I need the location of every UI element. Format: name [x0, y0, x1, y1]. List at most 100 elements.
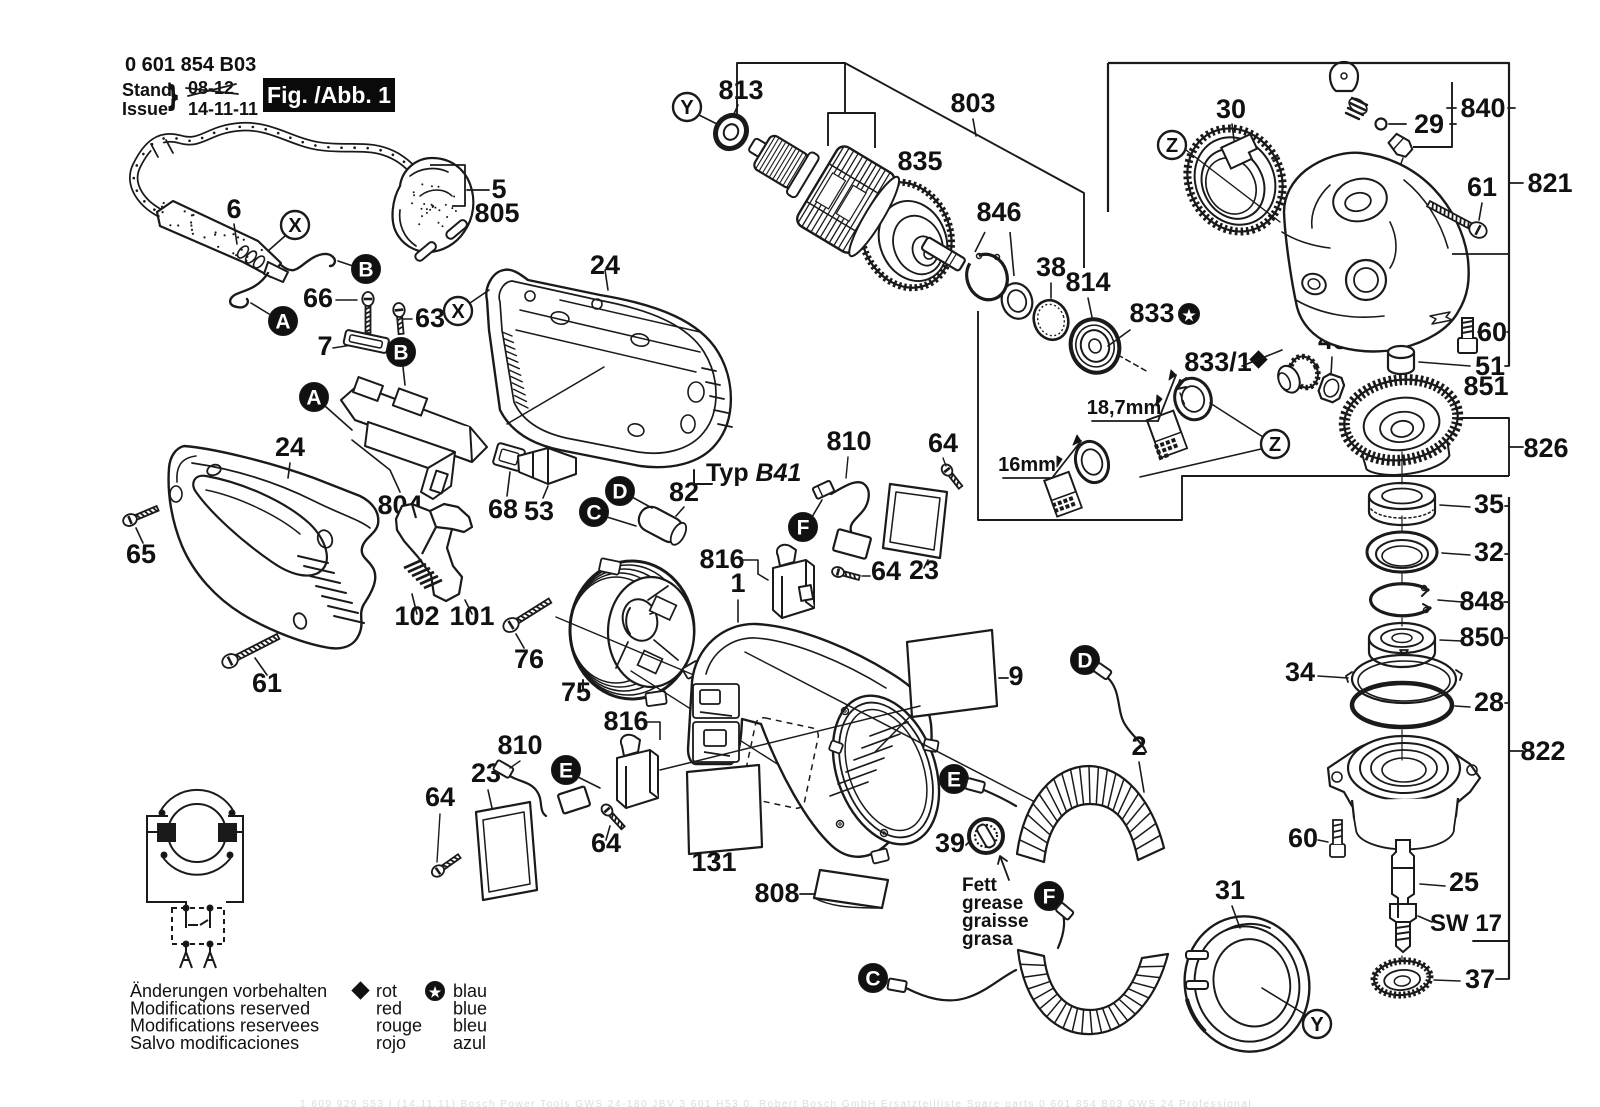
svg-text:835: 835	[897, 146, 942, 176]
svg-text:53: 53	[524, 496, 554, 526]
svg-text:65: 65	[126, 539, 156, 569]
svg-text:63: 63	[415, 303, 445, 333]
svg-text:Stand: Stand	[122, 80, 172, 100]
svg-text:red: red	[376, 998, 402, 1018]
svg-text:Issue: Issue	[122, 99, 168, 119]
svg-text:16mm: 16mm	[998, 454, 1056, 476]
svg-text:816: 816	[603, 706, 648, 736]
svg-text:6: 6	[226, 194, 241, 224]
svg-text:rojo: rojo	[376, 1033, 406, 1053]
svg-text:SW 17: SW 17	[1430, 910, 1502, 937]
svg-text:30: 30	[1216, 94, 1246, 124]
svg-text:810: 810	[497, 730, 542, 760]
svg-text:C: C	[586, 502, 601, 525]
svg-text:A: A	[275, 311, 290, 334]
svg-text:24: 24	[590, 250, 620, 280]
svg-text:131: 131	[691, 847, 736, 877]
svg-text:grease: grease	[962, 893, 1023, 914]
svg-text:14-11-11: 14-11-11	[188, 99, 258, 119]
svg-text:A: A	[306, 387, 321, 410]
svg-text:34: 34	[1285, 657, 1315, 687]
svg-text:64: 64	[871, 556, 901, 586]
svg-text:F: F	[797, 517, 810, 540]
svg-text:851: 851	[1463, 371, 1508, 401]
svg-text:blau: blau	[453, 981, 487, 1001]
svg-text:★: ★	[429, 984, 442, 1000]
svg-text:826: 826	[1523, 433, 1568, 463]
svg-text:B: B	[393, 342, 408, 365]
svg-text:}: }	[168, 86, 178, 116]
svg-text:E: E	[947, 769, 961, 792]
svg-text:blue: blue	[453, 998, 487, 1018]
svg-text:Fett: Fett	[962, 875, 998, 896]
svg-text:24: 24	[275, 432, 305, 462]
svg-text:graisse: graisse	[962, 911, 1029, 932]
svg-text:810: 810	[826, 426, 871, 456]
svg-text:Modifications reservees: Modifications reservees	[130, 1016, 319, 1036]
svg-text:25: 25	[1449, 867, 1479, 897]
svg-text:32: 32	[1474, 537, 1504, 567]
svg-text:}: }	[168, 79, 178, 109]
svg-text:38: 38	[1036, 252, 1066, 282]
svg-text:7: 7	[317, 331, 332, 361]
svg-text:D: D	[1077, 650, 1092, 673]
svg-text:bleu: bleu	[453, 1016, 487, 1036]
svg-text:821: 821	[1527, 168, 1572, 198]
svg-text:★: ★	[1182, 308, 1196, 325]
svg-text:Typ B41: Typ B41	[706, 459, 801, 487]
svg-text:60: 60	[1288, 823, 1318, 853]
svg-text:68: 68	[488, 494, 518, 524]
svg-text:Y: Y	[680, 97, 694, 119]
svg-text:rot: rot	[376, 981, 397, 1001]
svg-text:Änderungen vorbehalten: Änderungen vorbehalten	[130, 981, 327, 1001]
svg-text:840: 840	[1460, 93, 1505, 123]
svg-text:803: 803	[950, 88, 995, 118]
svg-text:75: 75	[561, 677, 591, 707]
svg-text:66: 66	[303, 283, 333, 313]
svg-text:Salvo modificaciones: Salvo modificaciones	[130, 1033, 299, 1053]
svg-text:Fig. /Abb. 1: Fig. /Abb. 1	[267, 82, 391, 108]
svg-text:Z: Z	[1166, 135, 1178, 157]
svg-text:39: 39	[935, 828, 965, 858]
svg-text:F: F	[1043, 886, 1056, 909]
svg-text:C: C	[865, 968, 880, 991]
svg-text:805: 805	[474, 198, 519, 228]
svg-text:E: E	[559, 760, 573, 783]
svg-text:64: 64	[425, 782, 455, 812]
svg-text:808: 808	[754, 878, 799, 908]
svg-text:833/1: 833/1	[1184, 347, 1252, 377]
svg-text:X: X	[288, 215, 302, 237]
svg-text:76: 76	[514, 644, 544, 674]
svg-text:Z: Z	[1269, 434, 1281, 456]
svg-text:31: 31	[1215, 875, 1245, 905]
svg-text:61: 61	[1467, 172, 1497, 202]
svg-text:51: 51	[1475, 351, 1505, 381]
svg-text:816: 816	[699, 544, 744, 574]
svg-text:1 609 929 S53 | (14.11.11) Bo: 1 609 929 S53 | (14.11.11) Bosch Power T…	[300, 1099, 1252, 1107]
svg-text:23: 23	[909, 555, 939, 585]
svg-text:813: 813	[718, 75, 763, 105]
svg-text:833: 833	[1129, 298, 1174, 328]
svg-text:850: 850	[1459, 622, 1504, 652]
svg-text:18,7mm: 18,7mm	[1087, 397, 1162, 419]
svg-text:101: 101	[449, 601, 494, 631]
svg-text:814: 814	[1065, 267, 1110, 297]
svg-text:9: 9	[1008, 661, 1023, 691]
svg-text:0 601 854 B03: 0 601 854 B03	[125, 54, 256, 76]
svg-text:846: 846	[976, 197, 1021, 227]
svg-text:64: 64	[591, 828, 621, 858]
svg-text:grasa: grasa	[962, 929, 1013, 950]
svg-text:848: 848	[1459, 586, 1504, 616]
svg-text:35: 35	[1474, 489, 1504, 519]
svg-text:37: 37	[1465, 964, 1495, 994]
svg-text:Modifications reserved: Modifications reserved	[130, 998, 310, 1018]
svg-text:5: 5	[491, 174, 506, 204]
svg-text:28: 28	[1474, 687, 1504, 717]
svg-text:61: 61	[252, 668, 282, 698]
svg-text:D: D	[612, 481, 627, 504]
svg-text:rouge: rouge	[376, 1016, 422, 1036]
svg-text:azul: azul	[453, 1033, 486, 1053]
svg-text:X: X	[451, 301, 465, 323]
svg-text:64: 64	[928, 428, 958, 458]
svg-text:1: 1	[730, 568, 745, 598]
